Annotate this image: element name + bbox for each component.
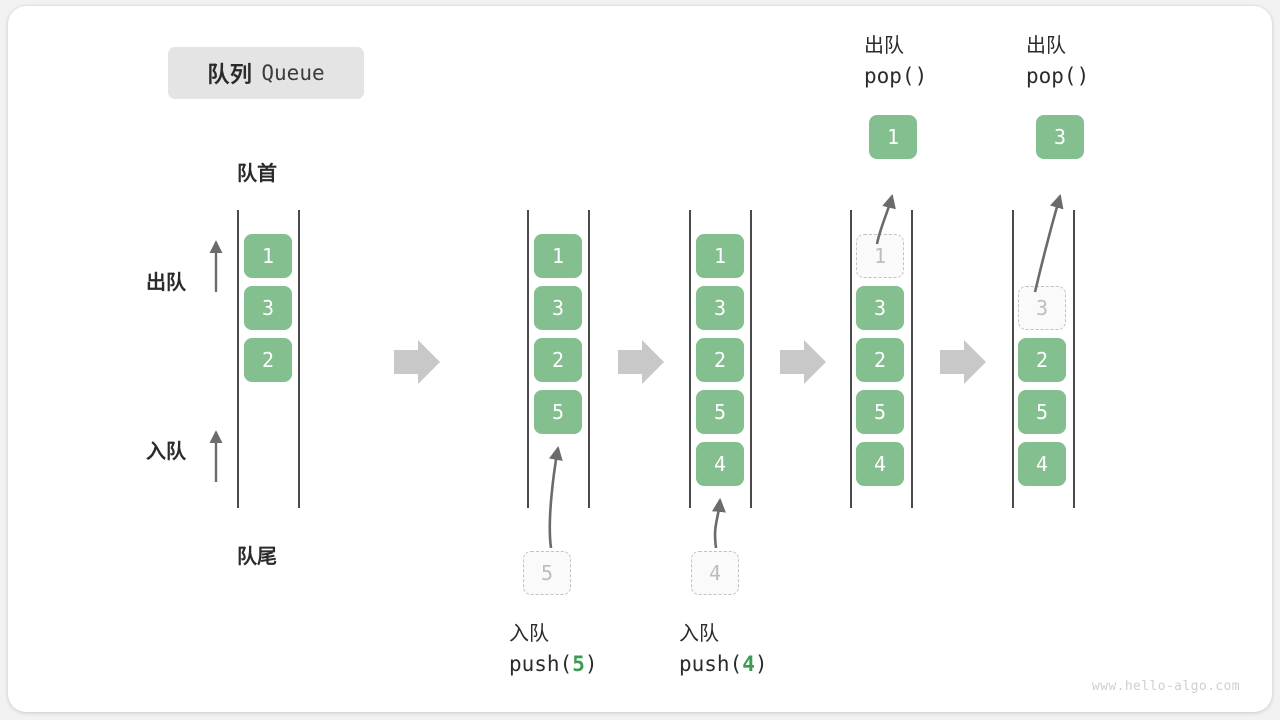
diagram-card [8,6,1272,712]
code-suffix: ) [1076,64,1090,88]
incoming-element: 5 [523,551,571,595]
queue-cell: 4 [856,442,904,486]
queue-cell: 2 [856,338,904,382]
operation-label-pop-1: 出队 pop() [864,32,927,91]
queue-cell-vacated: 3 [1018,286,1066,330]
queue-cell: 5 [696,390,744,434]
code-number: 5 [572,652,585,676]
queue-cell: 5 [534,390,582,434]
enqueue-direction-label: 入队 [146,441,186,463]
queue-cell: 2 [244,338,292,382]
code-prefix: pop( [864,64,915,88]
operation-label-code: pop() [864,61,927,91]
operation-label-pop-3: 出队 pop() [1026,32,1089,91]
code-prefix: push( [679,652,743,676]
queue-cell: 5 [856,390,904,434]
code-suffix: ) [754,652,768,676]
rail-left-col3 [689,210,691,508]
operation-label-cn: 入队 [679,623,719,645]
code-prefix: push( [509,652,573,676]
rail-left-col2 [527,210,529,508]
diagram-title-chip: 队列 Queue [168,47,364,99]
rail-right-col5 [1073,210,1075,508]
queue-cell: 2 [696,338,744,382]
queue-rear-label: 队尾 [237,546,277,568]
operation-label-code: push(4) [679,649,768,679]
rail-right-col1 [298,210,300,508]
popped-element: 3 [1036,115,1084,159]
operation-label-push-5: 入队 push(5) [509,620,598,679]
queue-cell: 3 [856,286,904,330]
queue-cell: 1 [244,234,292,278]
dequeue-direction-label: 出队 [146,272,186,294]
operation-label-cn: 出队 [1026,35,1066,57]
queue-cell: 3 [696,286,744,330]
queue-cell: 2 [534,338,582,382]
rail-right-col3 [750,210,752,508]
code-suffix: ) [914,64,928,88]
queue-cell: 2 [1018,338,1066,382]
queue-cell: 1 [696,234,744,278]
queue-cell: 4 [696,442,744,486]
operation-label-cn: 入队 [509,623,549,645]
operation-label-cn: 出队 [864,35,904,57]
rail-left-col1 [237,210,239,508]
operation-label-code: push(5) [509,649,598,679]
rail-right-col2 [588,210,590,508]
queue-cell: 3 [244,286,292,330]
operation-label-push-4: 入队 push(4) [679,620,768,679]
rail-left-col4 [850,210,852,508]
operation-label-code: pop() [1026,61,1089,91]
popped-element: 1 [869,115,917,159]
rail-right-col4 [911,210,913,508]
code-suffix: ) [584,652,598,676]
queue-cell: 4 [1018,442,1066,486]
queue-front-label: 队首 [237,163,277,185]
queue-cell-vacated: 1 [856,234,904,278]
rail-left-col5 [1012,210,1014,508]
title-label-cn: 队列 [207,62,253,87]
queue-cell: 3 [534,286,582,330]
title-label-en: Queue [261,61,325,85]
watermark-label: www.hello-algo.com [1091,679,1240,694]
incoming-element: 4 [691,551,739,595]
queue-cell: 5 [1018,390,1066,434]
code-prefix: pop( [1026,64,1077,88]
code-number: 4 [742,652,755,676]
queue-cell: 1 [534,234,582,278]
